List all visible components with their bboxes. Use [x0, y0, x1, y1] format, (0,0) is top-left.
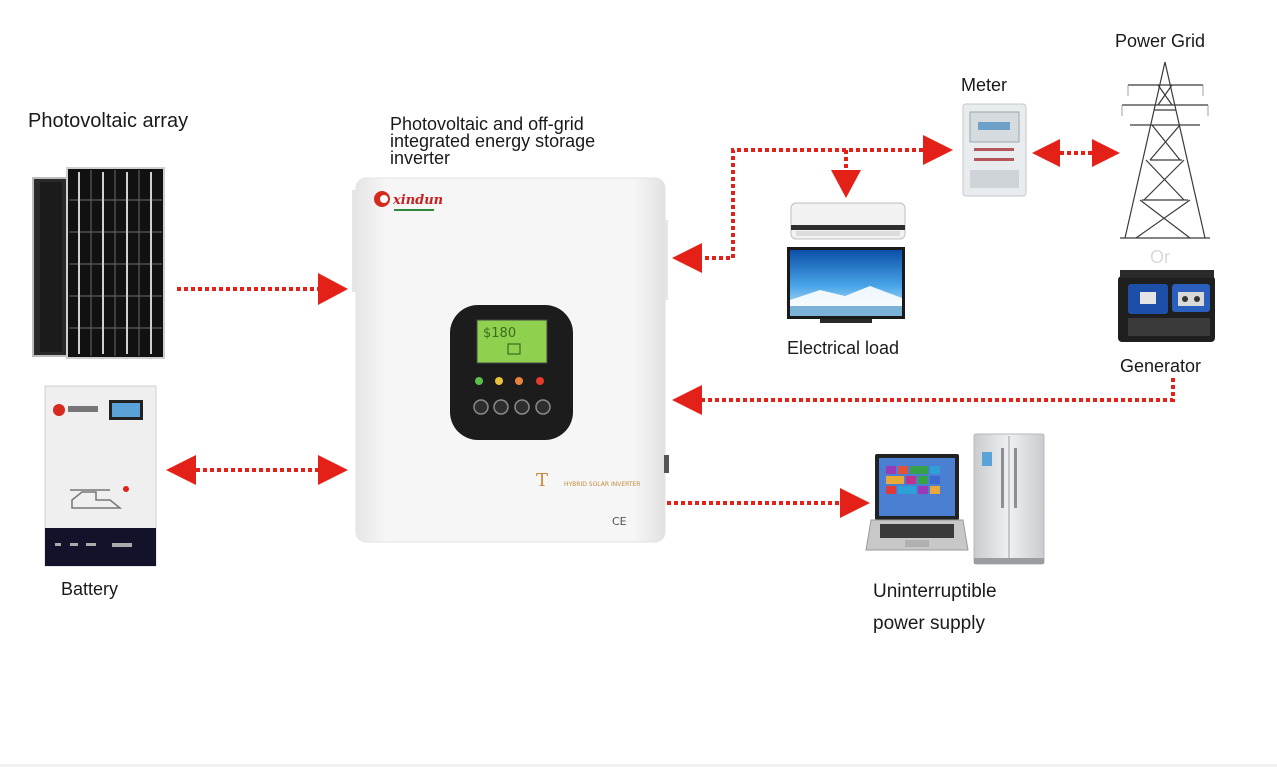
meter-icon	[962, 103, 1027, 197]
inverter-title: Photovoltaic and off-grid integrated ene…	[390, 114, 650, 168]
or-label: Or	[1150, 247, 1170, 267]
inverter-icon: xindun $180 T HYBRID SOLAR INVERTER CE	[352, 177, 669, 543]
ups-label-line-2: power supply	[873, 613, 985, 634]
flow-arrows	[166, 135, 1175, 518]
inverter-title-line-1: Photovoltaic and off-grid	[390, 114, 584, 134]
pv-array-label: Photovoltaic array	[28, 110, 189, 132]
battery-label: Battery	[61, 579, 119, 599]
svg-text:T: T	[536, 470, 548, 491]
arrow-generator-to-inverter	[672, 378, 1175, 415]
air-conditioner-icon	[790, 202, 906, 240]
power-grid-label: Power Grid	[1115, 31, 1206, 51]
arrow-inverter-to-ups	[667, 488, 870, 518]
generator-icon	[1118, 270, 1215, 342]
solar-panel-icon	[32, 167, 165, 359]
laptop-icon	[865, 454, 969, 551]
inverter-title-line-2: integrated energy storage	[390, 131, 596, 151]
meter-label: Meter	[961, 75, 1008, 95]
electrical-load-label: Electrical load	[787, 338, 900, 358]
ups-label: Uninterruptible power supply	[873, 576, 997, 640]
arrow-battery-inverter	[166, 455, 348, 485]
arrow-meter-grid	[1032, 139, 1120, 167]
inverter-brand-logo: xindun	[392, 193, 443, 208]
inverter-title-line-3: inverter	[390, 148, 451, 168]
lcd-readout: $180	[483, 326, 516, 341]
ce-mark: CE	[612, 515, 627, 528]
refrigerator-icon	[973, 433, 1045, 565]
bottom-divider	[0, 764, 1277, 767]
ups-label-line-1: Uninterruptible	[873, 581, 997, 602]
arrow-meter-to-inverter	[672, 135, 953, 273]
power-tower-icon	[1120, 61, 1210, 239]
inverter-product-text: HYBRID SOLAR INVERTER	[564, 481, 640, 488]
arrow-pv-to-inverter	[177, 273, 348, 305]
generator-label: Generator	[1120, 356, 1202, 376]
battery-icon	[44, 385, 157, 567]
television-icon	[787, 247, 905, 323]
